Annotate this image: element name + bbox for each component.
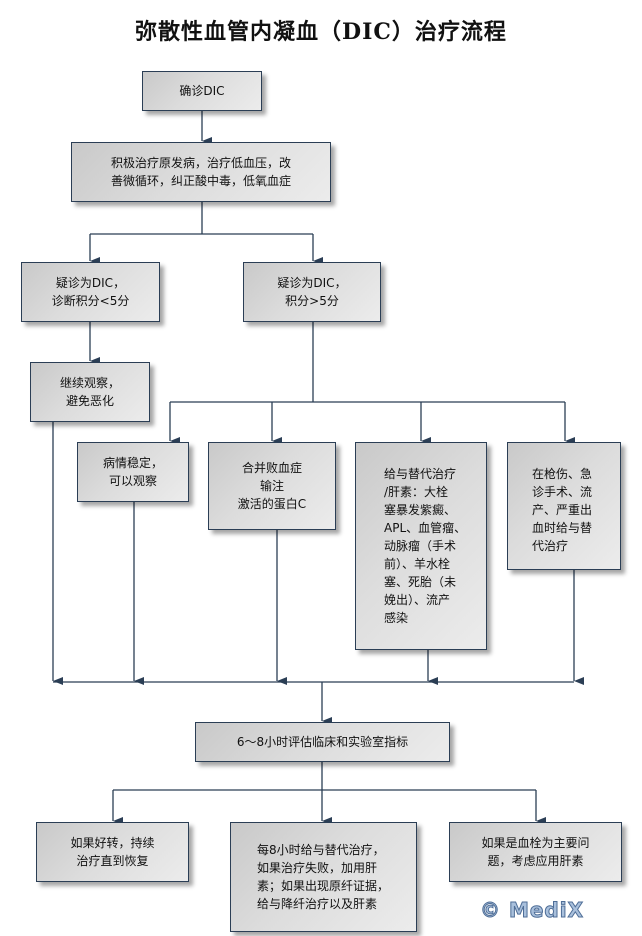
node-label: 如果是血栓为主要问 题，考虑应用肝素 xyxy=(481,836,590,868)
node-label: 确诊DIC xyxy=(179,84,225,98)
node-label: 在枪伤、急 诊手术、流 产、严重出 血时给与替 代治疗 xyxy=(532,467,593,553)
node-every-8h: 每8小时给与替代治疗， 如果治疗失败，加用肝 素；如果出现原纤证据， 给与降纤治… xyxy=(230,822,417,932)
page-title: 弥散性血管内凝血（DIC）治疗流程 xyxy=(135,19,507,45)
node-improving: 如果好转，持续 治疗直到恢复 xyxy=(36,822,189,882)
node-label: 如果好转，持续 治疗直到恢复 xyxy=(70,836,155,868)
node-suspect-low-score: 疑诊为DIC， 诊断积分<5分 xyxy=(21,262,160,322)
node-continue-observe: 继续观察， 避免恶化 xyxy=(30,362,150,422)
node-confirm-dic: 确诊DIC xyxy=(142,71,262,111)
node-label: 继续观察， 避免恶化 xyxy=(59,376,120,408)
node-label: 每8小时给与替代治疗， 如果治疗失败，加用肝 素；如果出现原纤证据， 给与降纤治… xyxy=(257,843,390,911)
node-suspect-high-score: 疑诊为DIC， 积分>5分 xyxy=(243,262,381,322)
node-label: 6～8小时评估临床和实验室指标 xyxy=(236,735,409,749)
node-label: 病情稳定， 可以观察 xyxy=(102,456,163,488)
node-label: 给与替代治疗 /肝素：大栓 塞暴发紫癜、 APL、血管瘤、 动脉瘤（手术 前）、… xyxy=(384,467,467,625)
node-thrombosis: 如果是血栓为主要问 题，考虑应用肝素 xyxy=(449,822,622,882)
node-stable: 病情稳定， 可以观察 xyxy=(77,442,189,502)
node-sepsis: 合并败血症 输注 激活的蛋白C xyxy=(208,442,336,530)
node-label: 合并败血症 输注 激活的蛋白C xyxy=(237,461,307,511)
node-primary-treatment: 积极治疗原发病，治疗低血压，改 善微循环，纠正酸中毒，低氧血症 xyxy=(71,142,331,202)
node-label: 积极治疗原发病，治疗低血压，改 善微循环，纠正酸中毒，低氧血症 xyxy=(110,156,291,188)
node-label: 疑诊为DIC， 诊断积分<5分 xyxy=(51,276,130,308)
watermark-logo: © MediX xyxy=(479,898,585,923)
node-label: 疑诊为DIC， 积分>5分 xyxy=(277,276,347,308)
node-trauma-replacement: 在枪伤、急 诊手术、流 产、严重出 血时给与替 代治疗 xyxy=(507,442,621,570)
node-evaluate: 6～8小时评估临床和实验室指标 xyxy=(195,722,450,762)
node-replacement-heparin: 给与替代治疗 /肝素：大栓 塞暴发紫癜、 APL、血管瘤、 动脉瘤（手术 前）、… xyxy=(355,442,487,650)
